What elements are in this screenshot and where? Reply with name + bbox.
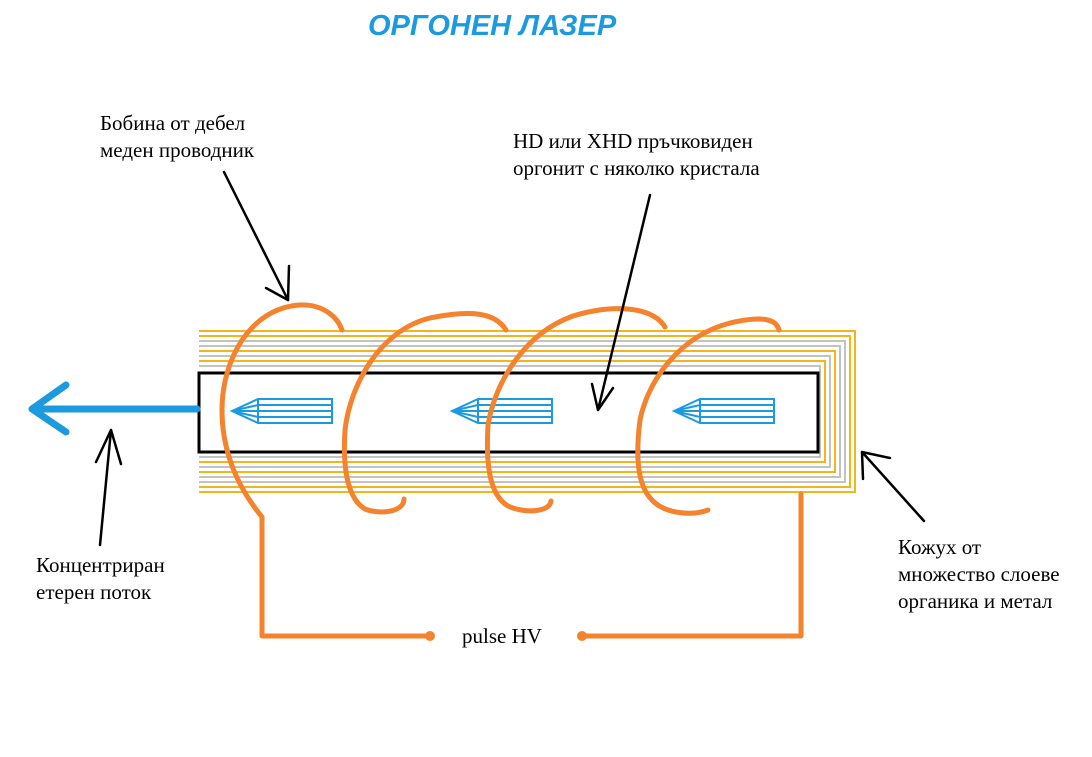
casing-layer — [199, 335, 851, 488]
coil-lead-right — [579, 491, 804, 639]
crystals — [229, 398, 775, 424]
coil-label-line-1: Бобина от дебел — [100, 111, 246, 135]
rod-label: HD или XHD пръчковиден оргонит с няколко… — [513, 128, 760, 182]
casing-label-line-1: Кожух от — [898, 535, 982, 559]
rod-pointer-arrow — [590, 193, 652, 412]
coil-label: Бобина от дебел меден проводник — [100, 110, 254, 164]
stream-label-line-2: етерен поток — [36, 580, 152, 604]
coil-label-line-2: меден проводник — [100, 138, 255, 162]
casing-label: Кожух от множество слоеве органика и мет… — [898, 534, 1060, 615]
crystal — [671, 398, 775, 424]
casing-layer — [199, 330, 856, 493]
crystal — [449, 398, 553, 424]
stream-label: Концентриран етерен поток — [36, 552, 165, 606]
casing-layer — [199, 355, 831, 468]
ether-stream-arrow — [28, 381, 201, 436]
coil-turn-1 — [219, 302, 345, 520]
casing-label-line-3: органика и метал — [898, 589, 1053, 613]
casing-layer — [199, 340, 846, 483]
pulse-terminal-left — [425, 631, 435, 641]
pulse-hv-label: pulse HV — [462, 624, 542, 648]
coil-pointer-arrow — [222, 170, 291, 302]
casing-label-line-2: множество слоеве — [898, 562, 1060, 586]
stream-label-line-1: Концентриран — [36, 553, 165, 577]
rod-label-line-1: HD или XHD пръчковиден — [513, 129, 753, 153]
coil-turn-3 — [484, 306, 668, 514]
coil-lead-left — [259, 514, 433, 639]
rod-label-line-2: оргонит с няколко кристала — [513, 156, 760, 180]
casing-pointer-arrow — [860, 450, 926, 523]
copper-coil — [219, 302, 804, 639]
diagram-title: ОРГОНЕН ЛАЗЕР — [368, 10, 617, 42]
coil-turn-4 — [635, 316, 782, 516]
orgonite-rod — [197, 371, 820, 454]
pulse-terminal-right — [577, 631, 587, 641]
coil-turn-2 — [341, 311, 509, 515]
crystal — [229, 398, 333, 424]
stream-pointer-arrow — [94, 428, 123, 547]
casing-layer — [199, 345, 841, 478]
casing-layer — [199, 350, 836, 473]
